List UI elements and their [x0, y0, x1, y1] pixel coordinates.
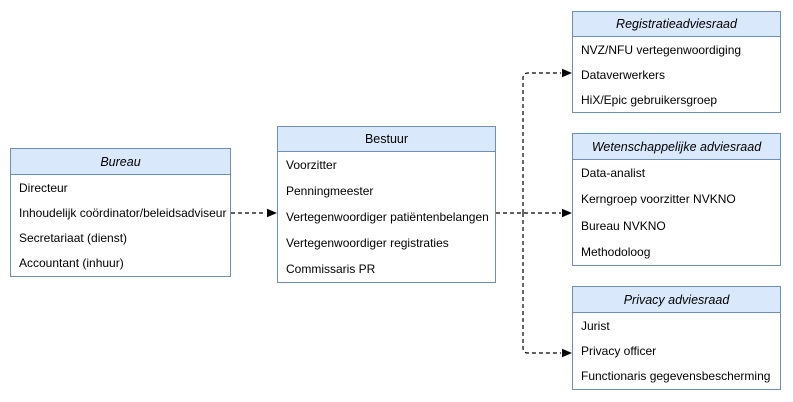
role-item: Directeur: [19, 180, 68, 195]
box-title-registratieadviesraad: Registratieadviesraad: [573, 12, 780, 37]
org-box-bureau: Bureau Directeur Inhoudelijk coördinator…: [10, 148, 231, 277]
role-item: HiX/Epic gebruikersgroep: [581, 92, 718, 107]
role-item: Accountant (inhuur): [19, 256, 124, 271]
role-item: Dataverwerkers: [581, 67, 666, 82]
role-item: Voorzitter: [286, 158, 337, 172]
box-title-wetenschappelijke-adviesraad: Wetenschappelijke adviesraad: [573, 134, 780, 160]
box-body-bureau: Directeur Inhoudelijk coördinator/beleid…: [11, 175, 230, 276]
org-box-wetenschappelijke-adviesraad: Wetenschappelijke adviesraad Data-analis…: [572, 133, 781, 266]
role-item: Commissaris PR: [286, 262, 376, 276]
connector-bestuur-registratieadviesraad: [522, 72, 561, 213]
role-item: Methodoloog: [581, 244, 651, 259]
box-body-registratieadviesraad: NVZ/NFU vertegenwoordiging Dataverwerker…: [573, 37, 780, 112]
role-item: Functionaris gegevensbescherming: [581, 369, 771, 384]
role-item: Privacy officer: [581, 343, 657, 358]
role-item: Data-analist: [581, 166, 646, 181]
arrowhead-wetenschappelijke-adviesraad: [562, 208, 572, 218]
box-title-privacy-adviesraad: Privacy adviesraad: [573, 287, 780, 313]
box-title-bestuur: Bestuur: [278, 127, 495, 152]
box-body-bestuur: Voorzitter Penningmeester Vertegenwoordi…: [278, 152, 495, 282]
role-item: Vertegenwoordiger patiëntenbelangen: [286, 210, 489, 224]
arrowhead-registratieadviesraad: [562, 68, 572, 78]
arrowhead-bestuur: [267, 208, 277, 218]
role-item: Secretariaat (dienst): [19, 231, 128, 246]
role-item: Penningmeester: [286, 184, 374, 198]
box-body-privacy-adviesraad: Jurist Privacy officer Functionaris gege…: [573, 313, 780, 389]
role-item: Bureau NVKNO: [581, 218, 666, 233]
connector-bestuur-privacy-adviesraad: [522, 213, 561, 354]
org-box-privacy-adviesraad: Privacy adviesraad Jurist Privacy office…: [572, 286, 781, 390]
role-item: Kerngroep voorzitter NVKNO: [581, 192, 736, 207]
arrowhead-privacy-adviesraad: [562, 348, 572, 358]
role-item: NVZ/NFU vertegenwoordiging: [581, 42, 742, 57]
box-title-bureau: Bureau: [11, 149, 230, 175]
org-box-registratieadviesraad: Registratieadviesraad NVZ/NFU vertegenwo…: [572, 11, 781, 113]
role-item: Jurist: [581, 318, 610, 333]
org-box-bestuur: Bestuur Voorzitter Penningmeester Verteg…: [277, 126, 496, 283]
role-item: Inhoudelijk coördinator/beleidsadviseur: [19, 205, 227, 220]
role-item: Vertegenwoordiger registraties: [286, 236, 449, 250]
box-body-wetenschappelijke-adviesraad: Data-analist Kerngroep voorzitter NVKNO …: [573, 160, 780, 265]
